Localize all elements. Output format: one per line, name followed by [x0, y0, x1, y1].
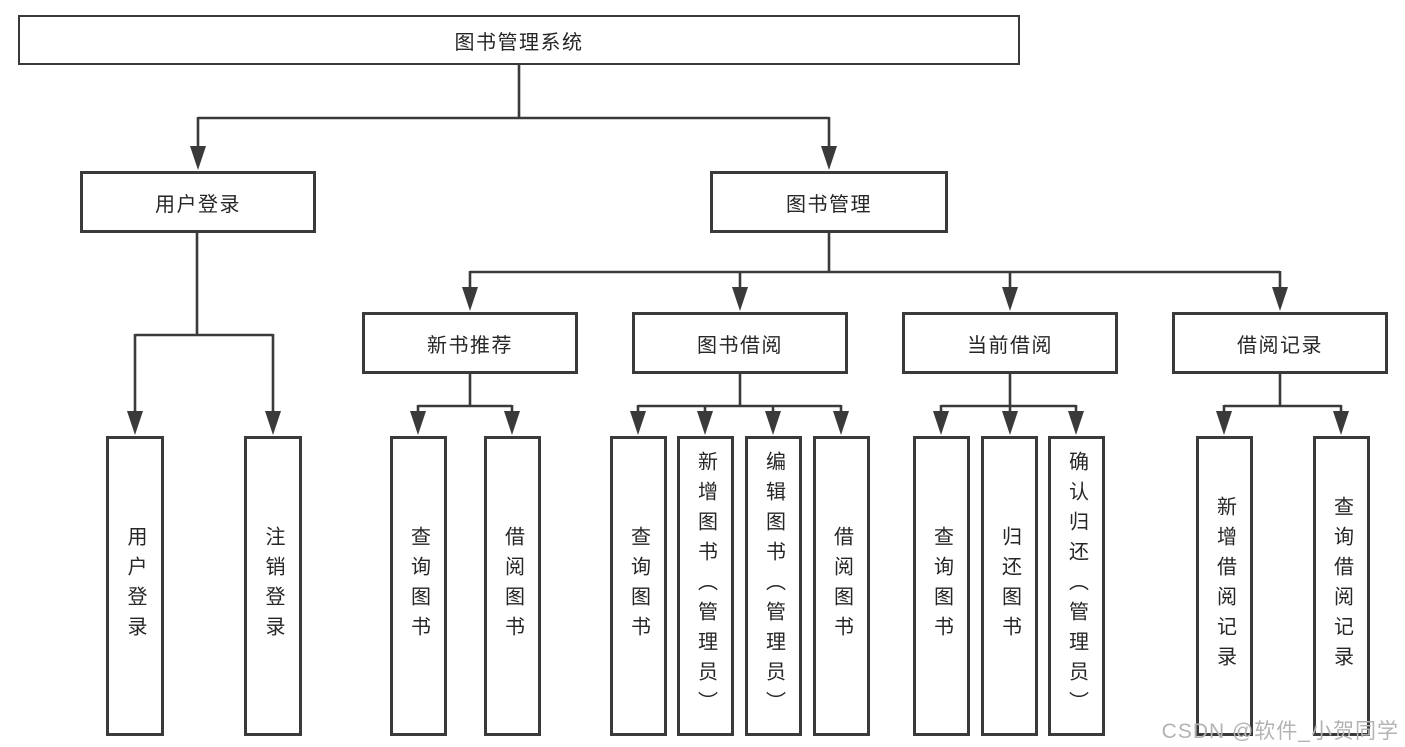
connector-user-login-to-leaves: [127, 233, 281, 435]
node-borrow-records-label: 借阅记录: [1237, 334, 1323, 357]
arrowhead: [190, 146, 206, 170]
node-book-borrow: 图书借阅: [632, 312, 848, 374]
leaf-logout-label: 注销登录: [262, 526, 284, 646]
leaf-confirm-return-admin-label: 确认归还（管理员）: [1065, 451, 1088, 721]
leaf-logout: 注销登录: [244, 436, 302, 736]
arrowhead: [462, 287, 478, 311]
arrowhead: [504, 411, 520, 435]
arrowhead: [410, 411, 426, 435]
arrowhead: [765, 411, 781, 435]
leaf-user-login-label: 用户登录: [124, 526, 146, 646]
arrowhead: [1068, 411, 1084, 435]
leaf-add-borrow-record-label: 新增借阅记录: [1213, 496, 1236, 676]
node-borrow-records: 借阅记录: [1172, 312, 1388, 374]
leaf-borrow-books-recommend: 借阅图书: [484, 436, 541, 736]
connector-root-to-level2: [190, 65, 837, 170]
connector-borrow-records-to-leaves: [1216, 374, 1349, 435]
arrowhead: [630, 411, 646, 435]
node-current-borrow: 当前借阅: [902, 312, 1118, 374]
leaf-add-books-admin-label: 新增图书（管理员）: [694, 451, 717, 721]
node-user-login-label: 用户登录: [155, 193, 241, 216]
leaf-query-books-current: 查询图书: [913, 436, 970, 736]
leaf-query-books-borrow: 查询图书: [610, 436, 667, 736]
node-user-login: 用户登录: [80, 171, 316, 233]
connector-book-borrow-to-leaves: [630, 374, 849, 435]
leaf-return-books: 归还图书: [981, 436, 1038, 736]
leaf-user-login: 用户登录: [106, 436, 164, 736]
leaf-add-books-admin: 新增图书（管理员）: [677, 436, 734, 736]
arrowhead: [1002, 287, 1018, 311]
arrowhead: [265, 411, 281, 435]
node-new-book-recommend-label: 新书推荐: [427, 334, 513, 357]
csdn-watermark: CSDN @软件_小贺同学: [1161, 720, 1399, 743]
leaf-confirm-return-admin: 确认归还（管理员）: [1048, 436, 1105, 736]
leaf-borrow-books-label: 借阅图书: [830, 526, 853, 646]
arrowhead: [697, 411, 713, 435]
arrowhead: [732, 287, 748, 311]
leaf-edit-books-admin-label: 编辑图书（管理员）: [762, 451, 785, 721]
node-book-management-label: 图书管理: [786, 193, 872, 216]
leaf-borrow-books-recommend-label: 借阅图书: [501, 526, 524, 646]
leaf-query-borrow-record-label: 查询借阅记录: [1330, 496, 1353, 676]
leaf-query-borrow-record: 查询借阅记录: [1313, 436, 1370, 736]
node-book-management: 图书管理: [710, 171, 948, 233]
arrowhead: [1272, 287, 1288, 311]
leaf-return-books-label: 归还图书: [998, 526, 1021, 646]
arrowhead: [1216, 411, 1232, 435]
arrowhead: [1002, 411, 1018, 435]
leaf-add-borrow-record: 新增借阅记录: [1196, 436, 1253, 736]
arrowhead: [127, 411, 143, 435]
node-root: 图书管理系统: [18, 15, 1020, 65]
arrowhead: [821, 146, 837, 170]
leaf-query-books-current-label: 查询图书: [930, 526, 953, 646]
connector-new-book-to-leaves: [410, 374, 520, 435]
node-book-borrow-label: 图书借阅: [697, 334, 783, 357]
leaf-query-books-borrow-label: 查询图书: [627, 526, 650, 646]
node-new-book-recommend: 新书推荐: [362, 312, 578, 374]
leaf-borrow-books: 借阅图书: [813, 436, 870, 736]
leaf-query-books-recommend: 查询图书: [390, 436, 447, 736]
leaf-edit-books-admin: 编辑图书（管理员）: [745, 436, 802, 736]
arrowhead: [1333, 411, 1349, 435]
connector-book-management-to-level3: [462, 233, 1288, 311]
leaf-query-books-recommend-label: 查询图书: [407, 526, 430, 646]
node-current-borrow-label: 当前借阅: [967, 334, 1053, 357]
node-root-label: 图书管理系统: [454, 31, 584, 54]
arrowhead: [833, 411, 849, 435]
arrowhead: [933, 411, 949, 435]
connector-current-borrow-to-leaves: [933, 374, 1084, 435]
